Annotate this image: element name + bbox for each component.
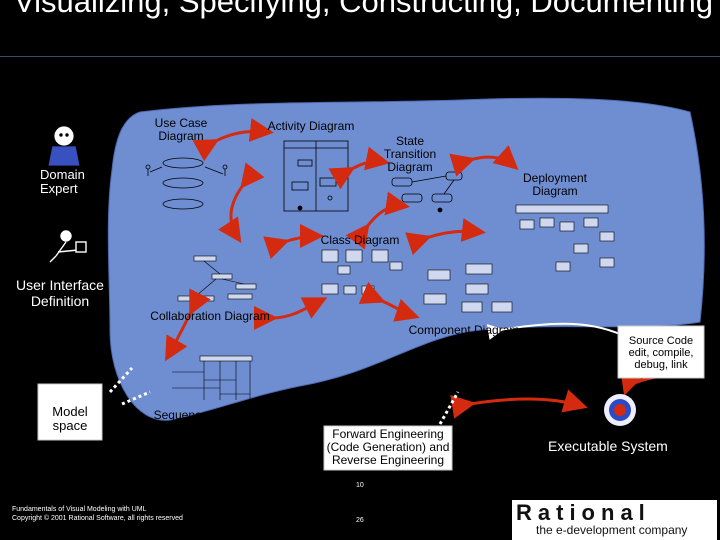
slide-title: Visualizing, Specifying, Constructing, D… xyxy=(14,0,714,19)
activity-label: Activity Diagram xyxy=(267,119,355,133)
deployment-label: Deployment Diagram xyxy=(522,171,588,198)
rational-logo: Rational the e-development company xyxy=(512,500,717,540)
sequence-sketch xyxy=(172,355,253,400)
domain-expert-label: Domain Expert xyxy=(40,167,85,196)
domain-expert-icon xyxy=(47,125,81,167)
ui-designer-icon xyxy=(49,230,87,263)
logo-name: Rational xyxy=(516,500,651,525)
class-label: Class Diagram xyxy=(320,233,400,247)
footer-course: Fundamentals of Visual Modeling with UML xyxy=(12,506,147,513)
source-code-note: Source Code edit, compile, debug, link xyxy=(628,335,694,371)
footer-course-info: Fundamentals of Visual Modeling with UML… xyxy=(12,505,183,523)
model-space-label: Model space xyxy=(52,404,88,433)
use-case-label: Use Case Diagram xyxy=(154,116,208,143)
component-sketch xyxy=(423,263,513,313)
sequence-label: Sequence Diagram xyxy=(153,408,257,422)
collaboration-label: Collaboration Diagram xyxy=(150,309,270,323)
executable-arrow xyxy=(450,389,588,419)
deployment-sketch xyxy=(515,204,615,272)
diagram-links xyxy=(165,118,519,362)
logo-tagline: the e-development company xyxy=(536,523,688,537)
page-number: 26 xyxy=(356,517,364,524)
ui-definition-label: User Interface Definition xyxy=(16,277,104,309)
forward-engineering-note: Forward Engineering (Code Generation) an… xyxy=(326,427,450,467)
state-transition-label: State Transition Diagram xyxy=(383,134,437,174)
executable-target-icon xyxy=(604,394,636,426)
source-code-note-bg xyxy=(617,325,705,379)
forward-eng-note-bg xyxy=(323,425,453,471)
component-label: Component Diagram xyxy=(408,323,520,337)
model-space-note-bg xyxy=(37,383,103,441)
forward-eng-pointer xyxy=(438,391,460,425)
title-rule xyxy=(0,56,720,57)
executable-system-label: Executable System xyxy=(548,438,668,454)
model-space-pointer-2 xyxy=(121,390,151,406)
footer-copyright: Copyright © 2001 Rational Software, all … xyxy=(12,515,183,522)
class-sketch xyxy=(321,249,403,295)
slide-number: 10 xyxy=(356,482,364,489)
